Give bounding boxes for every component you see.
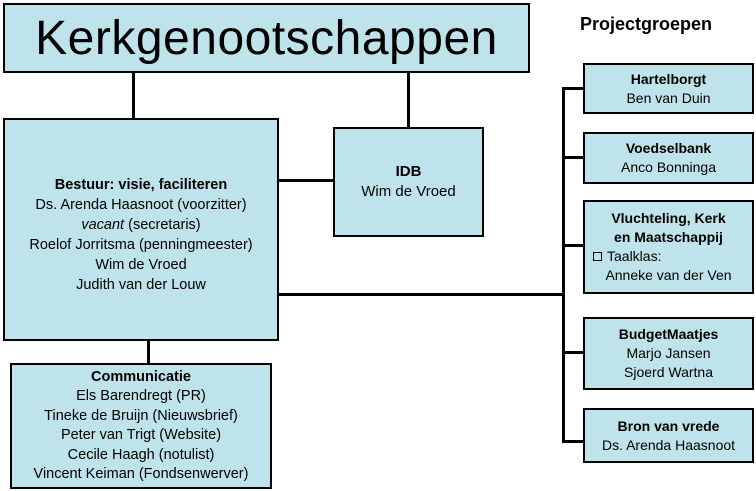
project-heading: Bron van vrede: [617, 417, 720, 434]
project-heading: BudgetMaatjes: [618, 326, 719, 342]
project-heading: Hartelborgt: [630, 70, 707, 87]
project-sub-item-label: Taalklas:: [607, 248, 662, 264]
project-member: Sjoerd Wartna: [624, 364, 713, 380]
project-voedselbank: Voedselbank Anco Bonninga: [583, 132, 754, 184]
connector-bestuur-communicatie: [147, 339, 150, 364]
project-member: Anneke van der Ven: [605, 267, 732, 283]
communicatie-member: Tineke de Bruijn (Nieuwsbrief): [44, 407, 238, 424]
connector-bestuur-idb: [277, 179, 334, 182]
bestuur-heading: Bestuur: visie, faciliteren: [54, 176, 228, 193]
connector-project-4: [562, 351, 584, 354]
project-sub-item: Taalklas:: [585, 247, 661, 266]
project-member: Marjo Jansen: [626, 345, 711, 361]
idb-heading: IDB: [395, 163, 422, 180]
bestuur-member: Judith van der Louw: [76, 276, 206, 293]
project-budgetmaatjes: BudgetMaatjes Marjo Jansen Sjoerd Wartna: [583, 317, 754, 390]
idb-box: IDB Wim de Vroed: [333, 127, 484, 237]
communicatie-member: Cecile Haagh (notulist): [67, 446, 215, 463]
bestuur-member: Wim de Vroed: [95, 256, 187, 273]
connector-project-2: [562, 156, 584, 159]
project-heading: en Maatschappij: [614, 229, 723, 245]
connector-project-5: [562, 440, 584, 443]
connector-project-1: [562, 87, 584, 90]
connector-projects-trunk: [562, 87, 565, 443]
communicatie-member: Peter van Trigt (Website): [60, 427, 222, 443]
connector-project-3: [562, 244, 584, 247]
communicatie-box: Communicatie Els Barendregt (PR) Tineke …: [10, 363, 272, 489]
connector-title-bestuur: [132, 71, 135, 119]
connector-title-idb: [407, 71, 410, 128]
project-heading: Vluchteling, Kerk: [611, 210, 726, 226]
project-bron-van-vrede: Bron van vrede Ds. Arenda Haasnoot: [583, 408, 754, 463]
connector-bestuur-projects: [277, 293, 563, 296]
communicatie-member: Els Barendregt (PR): [76, 388, 206, 404]
page-title: Kerkgenootschappen: [35, 11, 498, 65]
project-hartelborgt: Hartelborgt Ben van Duin: [583, 63, 754, 114]
title-box: Kerkgenootschappen: [3, 3, 530, 73]
project-member: Anco Bonninga: [621, 159, 716, 175]
idb-member: Wim de Vroed: [361, 183, 456, 200]
bestuur-member: vacant (secretaris): [81, 215, 200, 235]
bestuur-box: Bestuur: visie, faciliteren Ds. Arenda H…: [3, 118, 279, 341]
bestuur-member: Roelof Jorritsma (penningmeester): [29, 236, 253, 253]
communicatie-member: Vincent Keiman (Fondsenwerver): [33, 466, 249, 482]
vacant-label: vacant: [81, 216, 125, 233]
communicatie-heading: Communicatie: [91, 368, 191, 385]
projects-heading: Projectgroepen: [580, 14, 713, 34]
secretaris-role: (secretaris): [124, 216, 201, 233]
project-member: Ben van Duin: [626, 89, 711, 106]
project-vluchteling: Vluchteling, Kerk en Maatschappij Taalkl…: [583, 200, 754, 294]
bestuur-member: Ds. Arenda Haasnoot (voorzitter): [35, 196, 247, 213]
project-member: Ds. Arenda Haasnoot: [601, 436, 736, 453]
checkbox-icon: [593, 252, 602, 261]
project-heading: Voedselbank: [625, 140, 712, 156]
